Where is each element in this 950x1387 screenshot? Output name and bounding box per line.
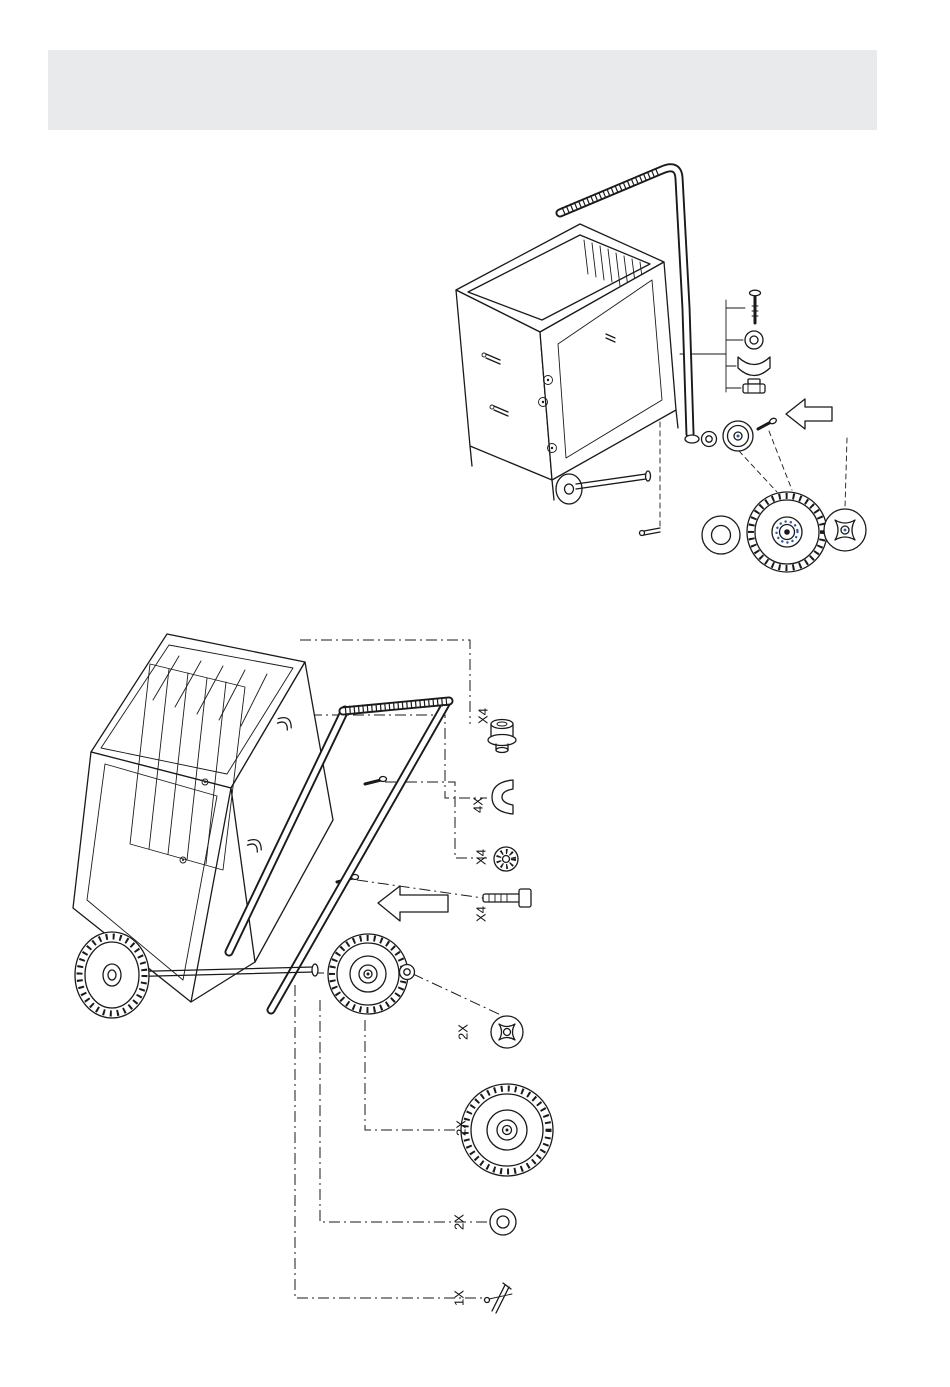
axle-bracket-icon: [737, 356, 771, 377]
hex-bolt-icon: [482, 888, 532, 908]
axle-assembly: [74, 931, 416, 1019]
handle-foot: [684, 434, 700, 444]
cart-legs: [469, 409, 679, 501]
qty-label: X4: [474, 906, 489, 922]
hinge-icon: [485, 353, 509, 417]
axle-bracket-on-cart: [246, 838, 262, 853]
inner-liner-panel: [129, 663, 246, 871]
hex-bolt-icon: [748, 289, 762, 325]
flange-nut-icon: [487, 718, 517, 754]
qty-label: 2X: [456, 1024, 471, 1040]
spacer-washer-icon: [700, 430, 718, 448]
cart-door-panel: [557, 279, 663, 459]
cotter-pin-icon: [643, 527, 661, 536]
mounted-wheel: [74, 931, 150, 1019]
wheel-icon: [746, 491, 828, 573]
qty-label: X4: [474, 849, 489, 865]
axle-bolt-icon: [756, 417, 777, 431]
direction-arrow-left-icon: [377, 885, 449, 922]
axle-tube: [575, 473, 647, 490]
qty-label: 2X: [452, 1214, 467, 1230]
quantity-labels: X4 4X X4 X4 2X 2X 2X 1X: [452, 708, 491, 1306]
lock-nut-icon: [742, 378, 766, 394]
exploded-wheel: [327, 933, 409, 1015]
cart-body: [455, 223, 679, 537]
qty-label: 1X: [452, 1290, 467, 1306]
cart-slats: [152, 655, 268, 727]
wheel-hub-icon: [722, 420, 754, 452]
page-header-bar: [48, 50, 877, 130]
direction-arrow-left-icon: [785, 398, 833, 430]
cart-handle: [224, 696, 454, 1015]
push-nut-cap-icon: [823, 508, 867, 552]
cart-handle: [555, 163, 700, 444]
callout-parts: [377, 718, 554, 1314]
qty-label: X4: [476, 708, 491, 724]
flat-washer-icon: [744, 330, 764, 350]
qty-label: 4X: [471, 797, 486, 813]
step1-assembly-diagram: [455, 163, 867, 573]
spacer-washer-icon: [398, 963, 416, 981]
qty-label: 2X: [454, 1120, 469, 1136]
front-panel-inset: [86, 763, 218, 981]
latch-icon: [605, 333, 616, 343]
axle-pin-icon: [483, 1282, 513, 1314]
step2-exploded-diagram: X4 4X X4 X4 2X 2X 2X 1X: [72, 633, 554, 1314]
large-washer-icon: [701, 515, 741, 555]
cart-slats: [583, 239, 645, 293]
axle-bracket-icon: [491, 779, 514, 815]
wheel-icon: [460, 1083, 554, 1177]
flat-washer-icon: [489, 1208, 517, 1236]
axle-rod: [117, 966, 314, 978]
push-nut-icon: [490, 1015, 524, 1049]
hardware-parts: [700, 289, 867, 573]
lock-washer-icon: [493, 846, 519, 872]
axle-bracket-on-cart: [276, 716, 292, 731]
rear-wheel: [555, 473, 583, 505]
